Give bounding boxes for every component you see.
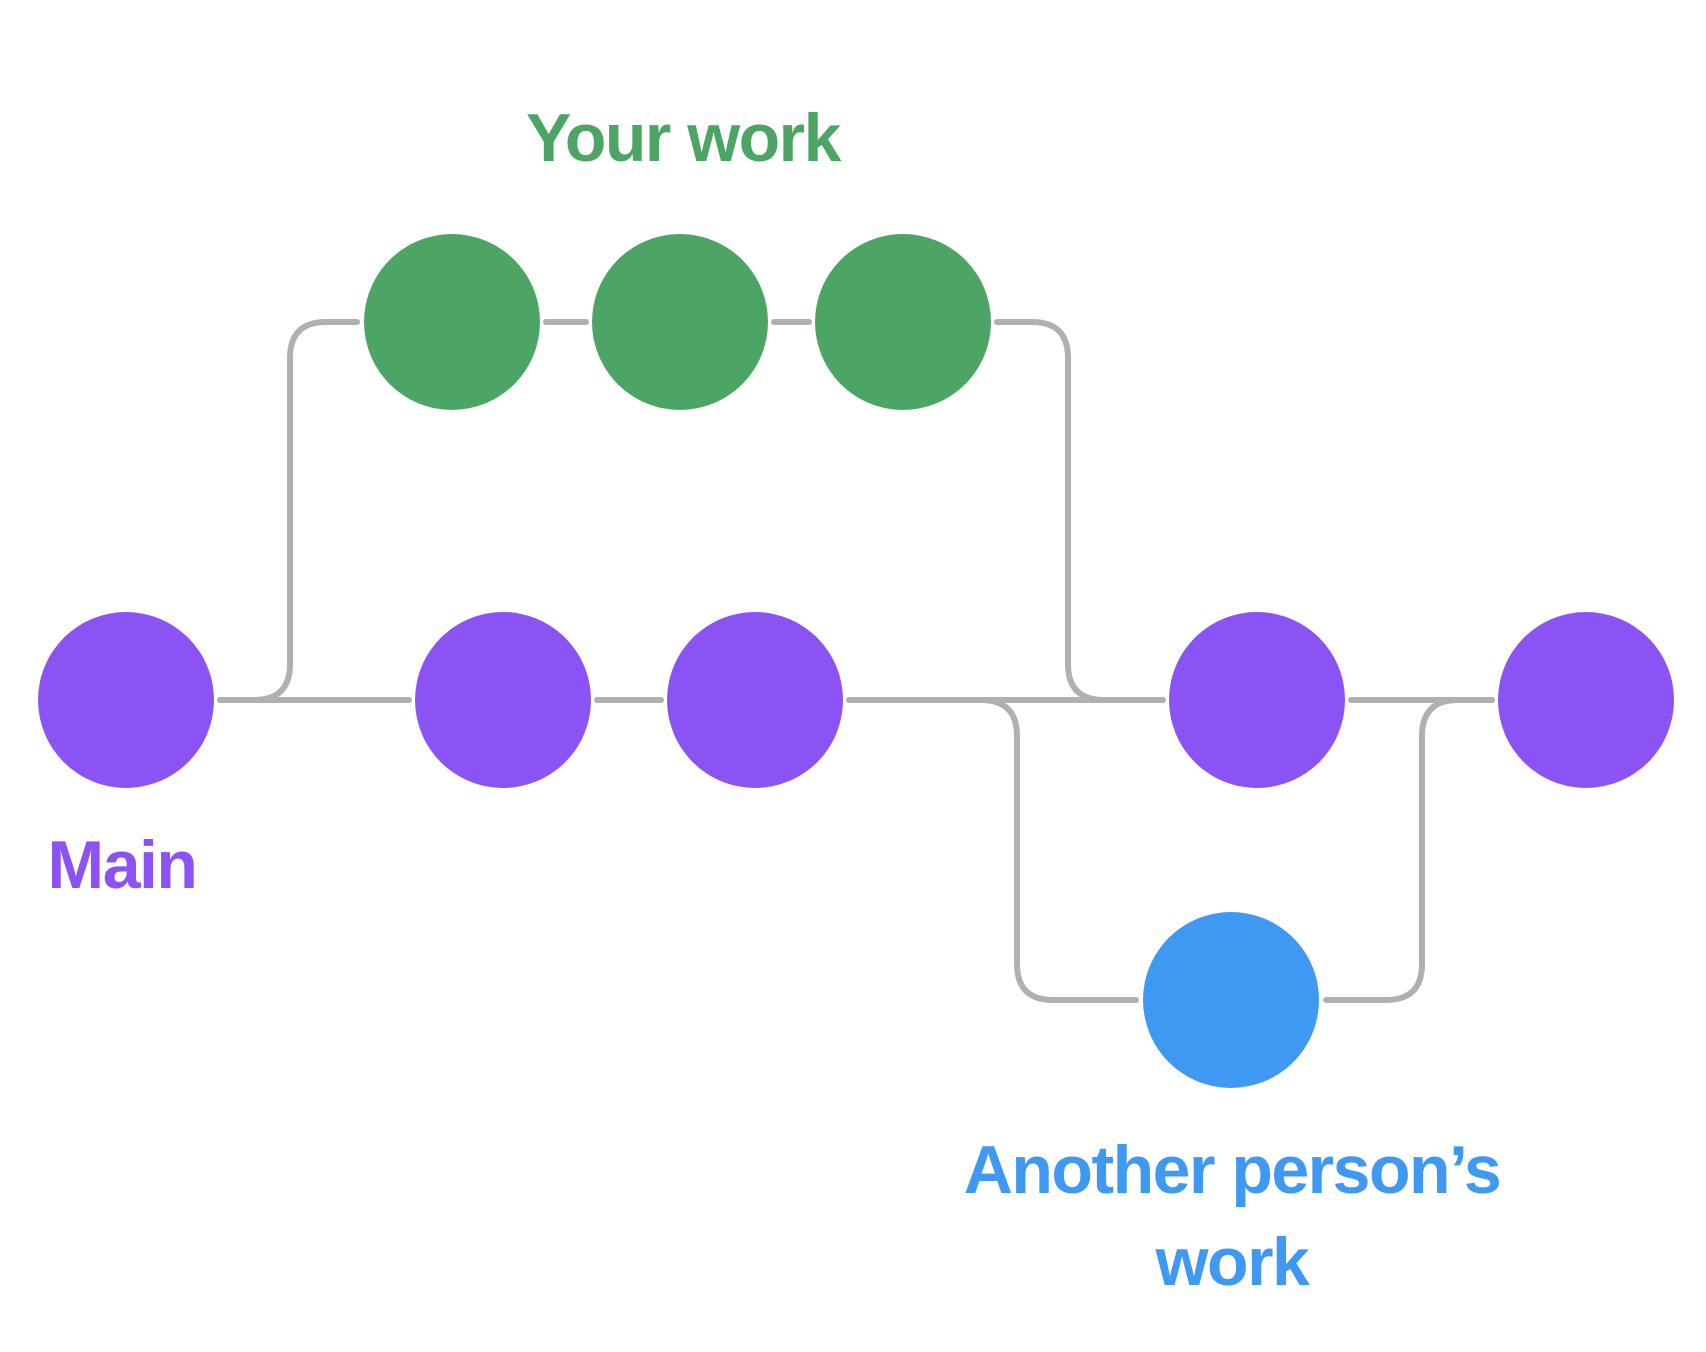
commit-main-1 [38,612,214,788]
commit-main-5 [1498,612,1674,788]
connector-lines [217,319,1495,1003]
main-label: Main [48,827,197,903]
commit-your-work-1 [364,234,540,410]
commit-main-4 [1169,612,1345,788]
your-work-branch-commits [364,234,991,410]
main-branch-commits [38,612,1674,788]
other-work-label-line-2: work [1155,1224,1310,1300]
other-work-branch-commits [1143,912,1319,1088]
commit-other-work-1 [1143,912,1319,1088]
commit-your-work-2 [592,234,768,410]
other-work-label-line-1: Another person’s [964,1132,1500,1208]
your-work-label: Your work [526,100,842,176]
merge-connector-your-work [994,319,1107,703]
merge-connector-other-work [1323,697,1461,1003]
commit-main-2 [415,612,591,788]
branch-out-connector-your-work [251,319,360,703]
branch-out-connector-other-work [978,697,1139,1003]
commit-main-3 [667,612,843,788]
commit-your-work-3 [815,234,991,410]
